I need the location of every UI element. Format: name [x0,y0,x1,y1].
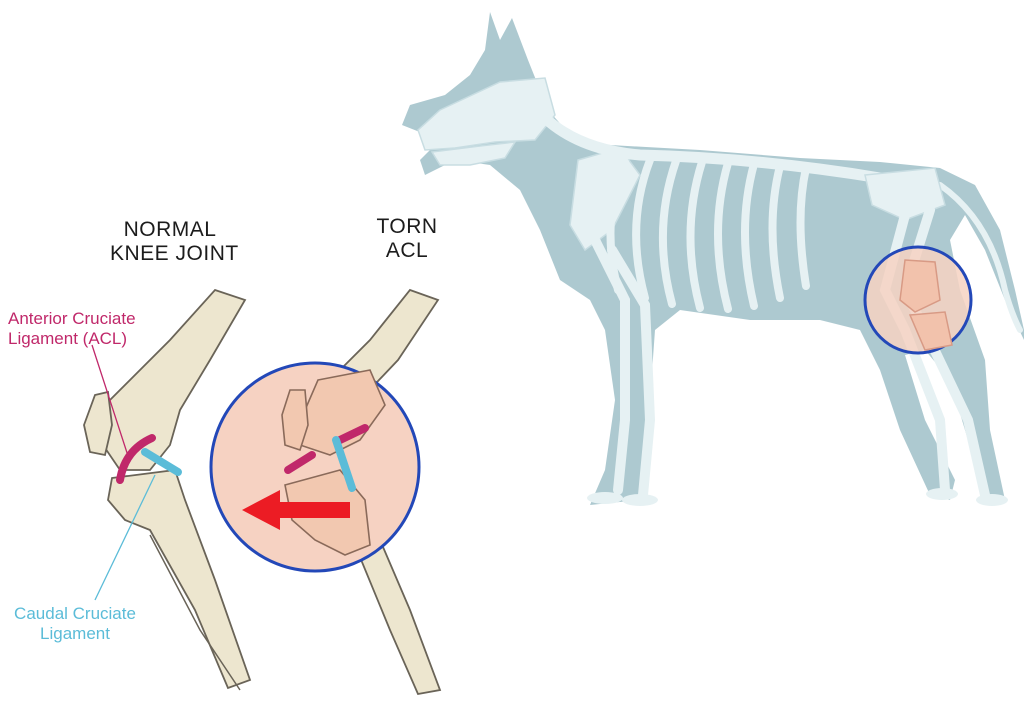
normal-ccl [141,448,182,476]
torn-knee-bones [281,369,386,556]
tail-bones [937,182,1023,333]
spine [539,112,886,184]
normal-tibia [107,469,252,690]
ccl-label-line-1: Caudal Cruciate [14,604,136,623]
ccl-label-line-2: Ligament [40,623,110,643]
skull [417,77,556,151]
torn-acl-heading: TORN ACL [372,215,442,263]
normal-fibula [149,534,241,691]
torn-acl-upper [336,424,369,444]
torn-acl-lower [284,451,316,474]
normal-heading-line-1: NORMAL [123,218,217,241]
torn-ccl [332,436,356,492]
torn-heading-line-2: ACL [385,239,429,263]
jaw [430,141,517,166]
dog-knee-bones [899,259,953,351]
torn-tibia [353,538,442,696]
acl-label-line-2: Ligament (ACL) [8,328,128,348]
dog-silhouette [402,12,1024,505]
normal-femur [99,288,247,471]
normal-patella [83,390,113,457]
front-leg-bones [590,235,656,500]
acl-pointer-line [91,344,131,463]
acl-label: Anterior Cruciate Ligament (ACL) [8,309,136,348]
ccl-pointer-line [94,474,156,601]
torn-heading-line-1: TORN [376,215,438,238]
normal-knee-heading: NORMAL KNEE JOINT [110,218,239,266]
ccl-label: Caudal Cruciate Ligament [6,604,144,643]
normal-heading-line-2: KNEE JOINT [110,242,239,266]
normal-acl [116,434,156,484]
acl-label-line-1: Anterior Cruciate [8,309,136,328]
red-arrow-icon [242,490,350,530]
paws [587,488,1008,506]
